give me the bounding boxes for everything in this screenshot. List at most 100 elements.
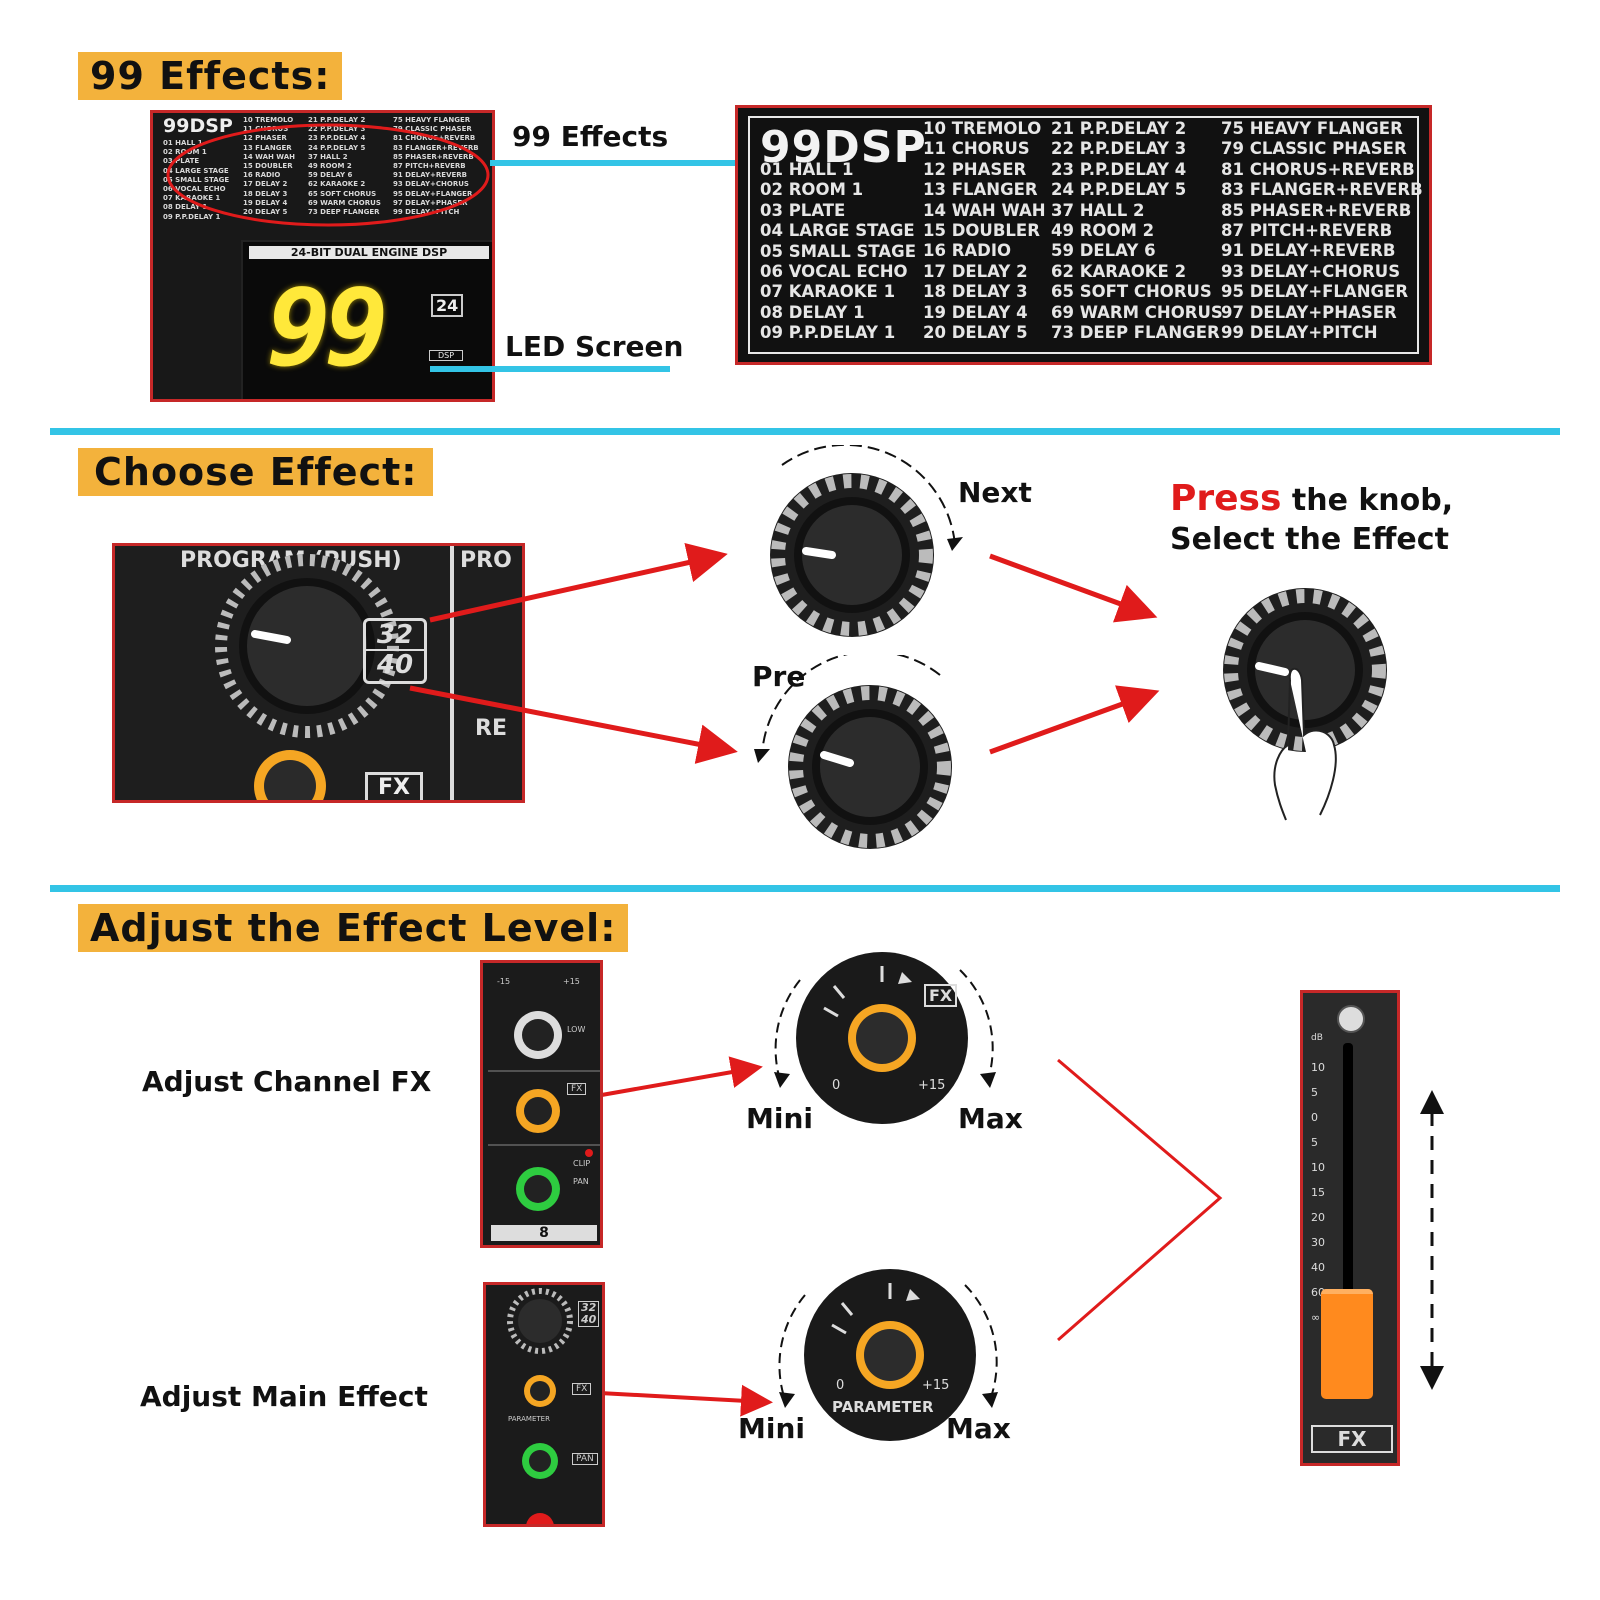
thumb-brand: 99DSP [163, 115, 233, 137]
fader-screw-icon [1337, 1005, 1365, 1033]
effect-item: 91 DELAY+REVERB [1221, 241, 1396, 261]
strip-minus15: -15 [497, 977, 511, 986]
effect-item: 37 HALL 2 [1051, 200, 1145, 220]
effect-item: 07 KARAOKE 1 [760, 282, 896, 302]
main-parameter: PARAMETER [508, 1415, 550, 1423]
highlight-ellipse [166, 123, 490, 227]
effects-col-2: 10 TREMOLO 11 CHORUS 12 PHASER 13 FLANGE… [923, 119, 1046, 343]
mini-label-2: Mini [738, 1412, 805, 1445]
zoom-main-knob[interactable] [804, 1269, 976, 1441]
pro-label: PRO [460, 548, 512, 573]
knob-pre[interactable] [788, 685, 952, 849]
effect-item: 23 P.P.DELAY 4 [1051, 159, 1187, 179]
effect-item: 05 SMALL STAGE [760, 241, 916, 261]
effects-connector [490, 160, 735, 166]
effect-item: 09 P.P.DELAY 1 [760, 323, 896, 343]
mini-label-1: Mini [746, 1102, 813, 1135]
effect-item: 85 PHASER+REVERB [1221, 200, 1412, 220]
effect-item: 03 PLATE [760, 200, 846, 220]
effect-item: 95 DELAY+FLANGER [1221, 282, 1409, 302]
zoom-zero-2: 0 [836, 1378, 845, 1393]
dsp-badge: DSP [429, 350, 464, 361]
fader-track [1343, 1043, 1353, 1373]
effect-item: 04 LARGE STAGE [760, 221, 915, 241]
effect-item: 73 DEEP FLANGER [1051, 323, 1220, 343]
zoom-channel-knob[interactable] [796, 952, 968, 1124]
pre-label: Pre [752, 660, 806, 693]
up-down-arrow-icon [1420, 1090, 1444, 1390]
effect-item: 79 CLASSIC PHASER [1221, 139, 1407, 159]
channel-strip: -15 +15 LOW FX CLIP PAN 8 [480, 960, 603, 1248]
fader-cap[interactable] [1321, 1289, 1373, 1399]
effect-item: 22 P.P.DELAY 3 [1051, 139, 1187, 159]
main-fx: FX [572, 1383, 592, 1395]
max-arrowhead-2 [982, 1392, 998, 1408]
program-knob [215, 554, 399, 738]
mini-arrowhead-1 [774, 1072, 790, 1088]
zoom-parameter: PARAMETER [832, 1398, 934, 1416]
effect-item: 18 DELAY 3 [923, 282, 1028, 302]
zoom-channel-knob-svg [774, 952, 996, 1124]
channel-number: 8 [491, 1225, 597, 1241]
effect-item: 10 TREMOLO [923, 119, 1042, 138]
effect-item: 01 HALL 1 [760, 160, 854, 179]
arrow-next-to-press [989, 553, 1158, 623]
knob-next-svg [770, 445, 963, 637]
zoom-plus15-1: +15 [918, 1078, 946, 1093]
led-value: 99 [267, 267, 389, 390]
adjust-section-title: Adjust the Effect Level: [78, 904, 629, 952]
effect-item: 87 PITCH+REVERB [1221, 221, 1393, 241]
max-label-1: Max [958, 1102, 1023, 1135]
effect-item: 59 DELAY 6 [1051, 241, 1156, 261]
effects-table: 99DSP 01 HALL 1 02 ROOM 1 03 PLATE 04 LA… [735, 105, 1432, 365]
section-divider-2 [50, 885, 1560, 892]
effect-item: 16 RADIO [923, 241, 1012, 261]
choose-section-title: Choose Effect: [78, 448, 434, 496]
fx-knob-partial [254, 750, 326, 800]
zoom-main-knob-svg [778, 1269, 998, 1441]
effect-item: 20 DELAY 5 [923, 323, 1028, 343]
effects-col-4: 75 HEAVY FLANGER 79 CLASSIC PHASER 81 CH… [1221, 119, 1423, 343]
effect-item: 12 PHASER [923, 159, 1027, 179]
next-arc [781, 445, 956, 546]
program-panel: PROGRAM (PUSH) PRO RE 32 40 FX [112, 543, 525, 803]
effect-item: 49 ROOM 2 [1051, 221, 1155, 241]
max-label-2: Max [946, 1412, 1011, 1445]
arrow-pre-to-press [989, 685, 1160, 755]
pre-arrowhead [754, 749, 770, 763]
re-label: RE [475, 716, 507, 741]
section-divider-1 [50, 428, 1560, 435]
arrow-to-next [429, 542, 728, 623]
effect-item: 02 ROOM 1 [760, 180, 864, 200]
strip-pan: PAN [573, 1177, 589, 1186]
effect-item: 24 P.P.DELAY 5 [1051, 180, 1187, 200]
fader-db-label: dB [1311, 1033, 1323, 1043]
badge-32-40: 32 40 [363, 618, 427, 684]
zoom-plus15-2: +15 [922, 1378, 950, 1393]
effect-item: 13 FLANGER [923, 180, 1038, 200]
next-label: Next [958, 476, 1032, 509]
press-rest: the knob, [1281, 483, 1454, 518]
effect-item: 93 DELAY+CHORUS [1221, 261, 1401, 281]
next-arrowhead [947, 537, 963, 551]
bit-badge: 24 [431, 294, 464, 317]
knob-press[interactable] [1223, 588, 1387, 752]
effects-section-title: 99 Effects: [78, 52, 343, 100]
program-knob-svg [215, 554, 399, 800]
adjust-main-label: Adjust Main Effect [140, 1380, 428, 1413]
press-word: Press [1170, 478, 1282, 519]
pointing-hand-icon [1273, 667, 1337, 821]
led-connector [430, 366, 670, 372]
adjust-channel-label: Adjust Channel FX [142, 1065, 432, 1098]
effect-item: 99 DELAY+PITCH [1221, 323, 1378, 343]
mini-arrowhead-2 [779, 1392, 795, 1408]
knob-pre-svg [754, 655, 952, 849]
pre-arc [761, 655, 941, 756]
effects-col-1: 01 HALL 1 02 ROOM 1 03 PLATE 04 LARGE ST… [760, 160, 916, 344]
knob-next[interactable] [770, 473, 934, 637]
